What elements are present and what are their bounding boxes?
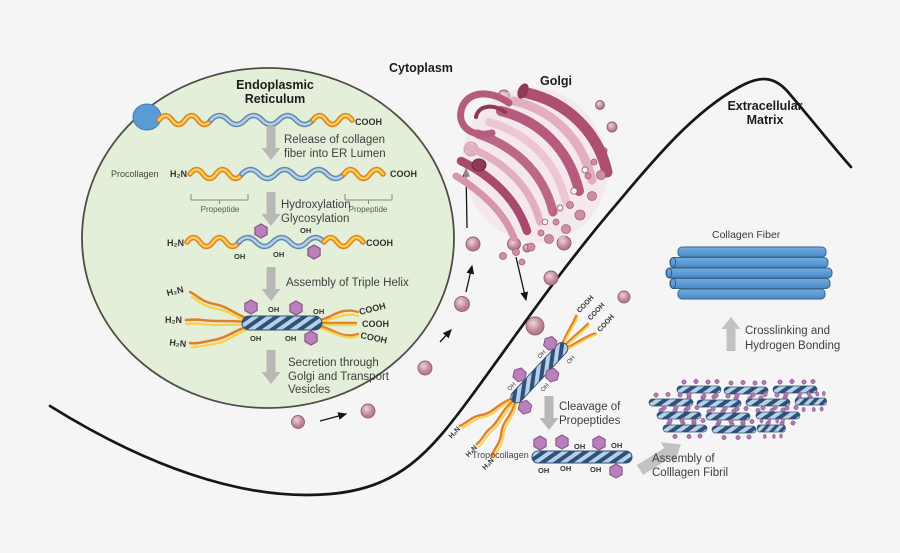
propeptide-label-right: Propeptide <box>348 205 388 214</box>
collagen-strand-3 <box>184 234 366 250</box>
propeptide-label-left: Propeptide <box>200 205 240 214</box>
step-release-label: Release of collagen fiber into ER Lumen <box>284 134 386 160</box>
h2n-label: H₂N <box>448 426 462 440</box>
cooh-label: COOH <box>597 314 616 334</box>
vesicle-icon <box>525 316 545 336</box>
step-assembly-fibril-label: Assembly of Colllagen Fibril <box>652 453 729 479</box>
ribosome-icon <box>132 103 162 131</box>
arrow-cleavage-icon <box>539 396 559 430</box>
er-region <box>81 67 455 409</box>
h2n-label: H₂N <box>167 238 184 248</box>
collagen-strand-1 <box>156 112 355 128</box>
oh-label: OH <box>560 464 571 473</box>
step-assembly-helix-label: Assembly of Triple Helix <box>286 277 409 289</box>
step-crosslinking-label: Crosslinking and Hydrogen Bonding <box>745 325 841 352</box>
oh-label: OH <box>313 307 324 316</box>
vesicle-icon <box>454 296 470 312</box>
arrow-assembly-fibril-icon <box>636 442 681 475</box>
oh-label: OH <box>268 305 279 314</box>
vesicle-icon <box>360 403 376 419</box>
procollagen-label: Procollagen <box>111 169 159 179</box>
oh-label: OH <box>234 252 245 261</box>
collagen-fiber-icon <box>665 246 833 300</box>
cell-membrane-curve <box>48 77 853 497</box>
vesicle-icon <box>595 100 605 110</box>
oh-label: OH <box>537 350 548 361</box>
propeptide-bracket-right <box>344 194 393 204</box>
process-arrows <box>261 126 741 475</box>
ecm-label: Extracellular Matrix <box>727 99 803 127</box>
oh-label: OH <box>590 465 601 474</box>
step-hydroxylation-label: Hydroxylation Glycosylation <box>281 199 351 225</box>
propeptide-bracket-left <box>190 194 249 204</box>
tropocollagen-molecule: OH OH OH OH OH <box>531 434 633 479</box>
oh-label: OH <box>611 441 622 450</box>
vesicle-icon <box>543 270 559 286</box>
h2n-label: H₂N <box>170 169 187 179</box>
cooh-label: COOH <box>362 319 389 329</box>
step-cleavage-label: Cleavage of Propeptides <box>559 401 621 427</box>
vesicle-icon <box>617 290 631 304</box>
vesicle-icon <box>291 415 305 429</box>
collagen-fiber-label: Collagen Fiber <box>712 229 781 241</box>
h2n-label: H₂N <box>166 284 185 298</box>
golgi-label: Golgi <box>540 74 572 88</box>
golgi-icon <box>452 83 613 266</box>
collagen-strand-2 <box>187 166 386 182</box>
oh-label: OH <box>566 355 577 366</box>
oh-label: OH <box>538 466 549 475</box>
oh-label: OH <box>507 382 518 393</box>
oh-label: OH <box>300 226 311 235</box>
arrow-crosslinking-icon <box>721 317 741 351</box>
oh-label: OH <box>540 383 551 394</box>
collagen-fibril <box>648 378 828 441</box>
cytoplasm-label: Cytoplasm <box>389 61 453 75</box>
h2n-label: H₂N <box>169 337 187 349</box>
cooh-label: COOH <box>390 169 417 179</box>
cooh-label: COOH <box>355 117 382 127</box>
vesicle-icon <box>465 236 481 252</box>
oh-label: OH <box>273 250 284 259</box>
oh-label: OH <box>574 442 585 451</box>
vesicle-icon <box>417 360 433 376</box>
oh-label: OH <box>250 334 261 343</box>
vesicle-icon <box>606 121 618 133</box>
oh-label: OH <box>285 334 296 343</box>
er-label: Endoplasmic Reticulum <box>236 78 314 106</box>
tropocollagen-label: Tropocollagen <box>472 450 529 460</box>
cooh-label: COOH <box>366 238 393 248</box>
h2n-label: H₂N <box>165 315 182 325</box>
step-secretion-label: Secretion through Golgi and Transport Ve… <box>288 357 390 396</box>
